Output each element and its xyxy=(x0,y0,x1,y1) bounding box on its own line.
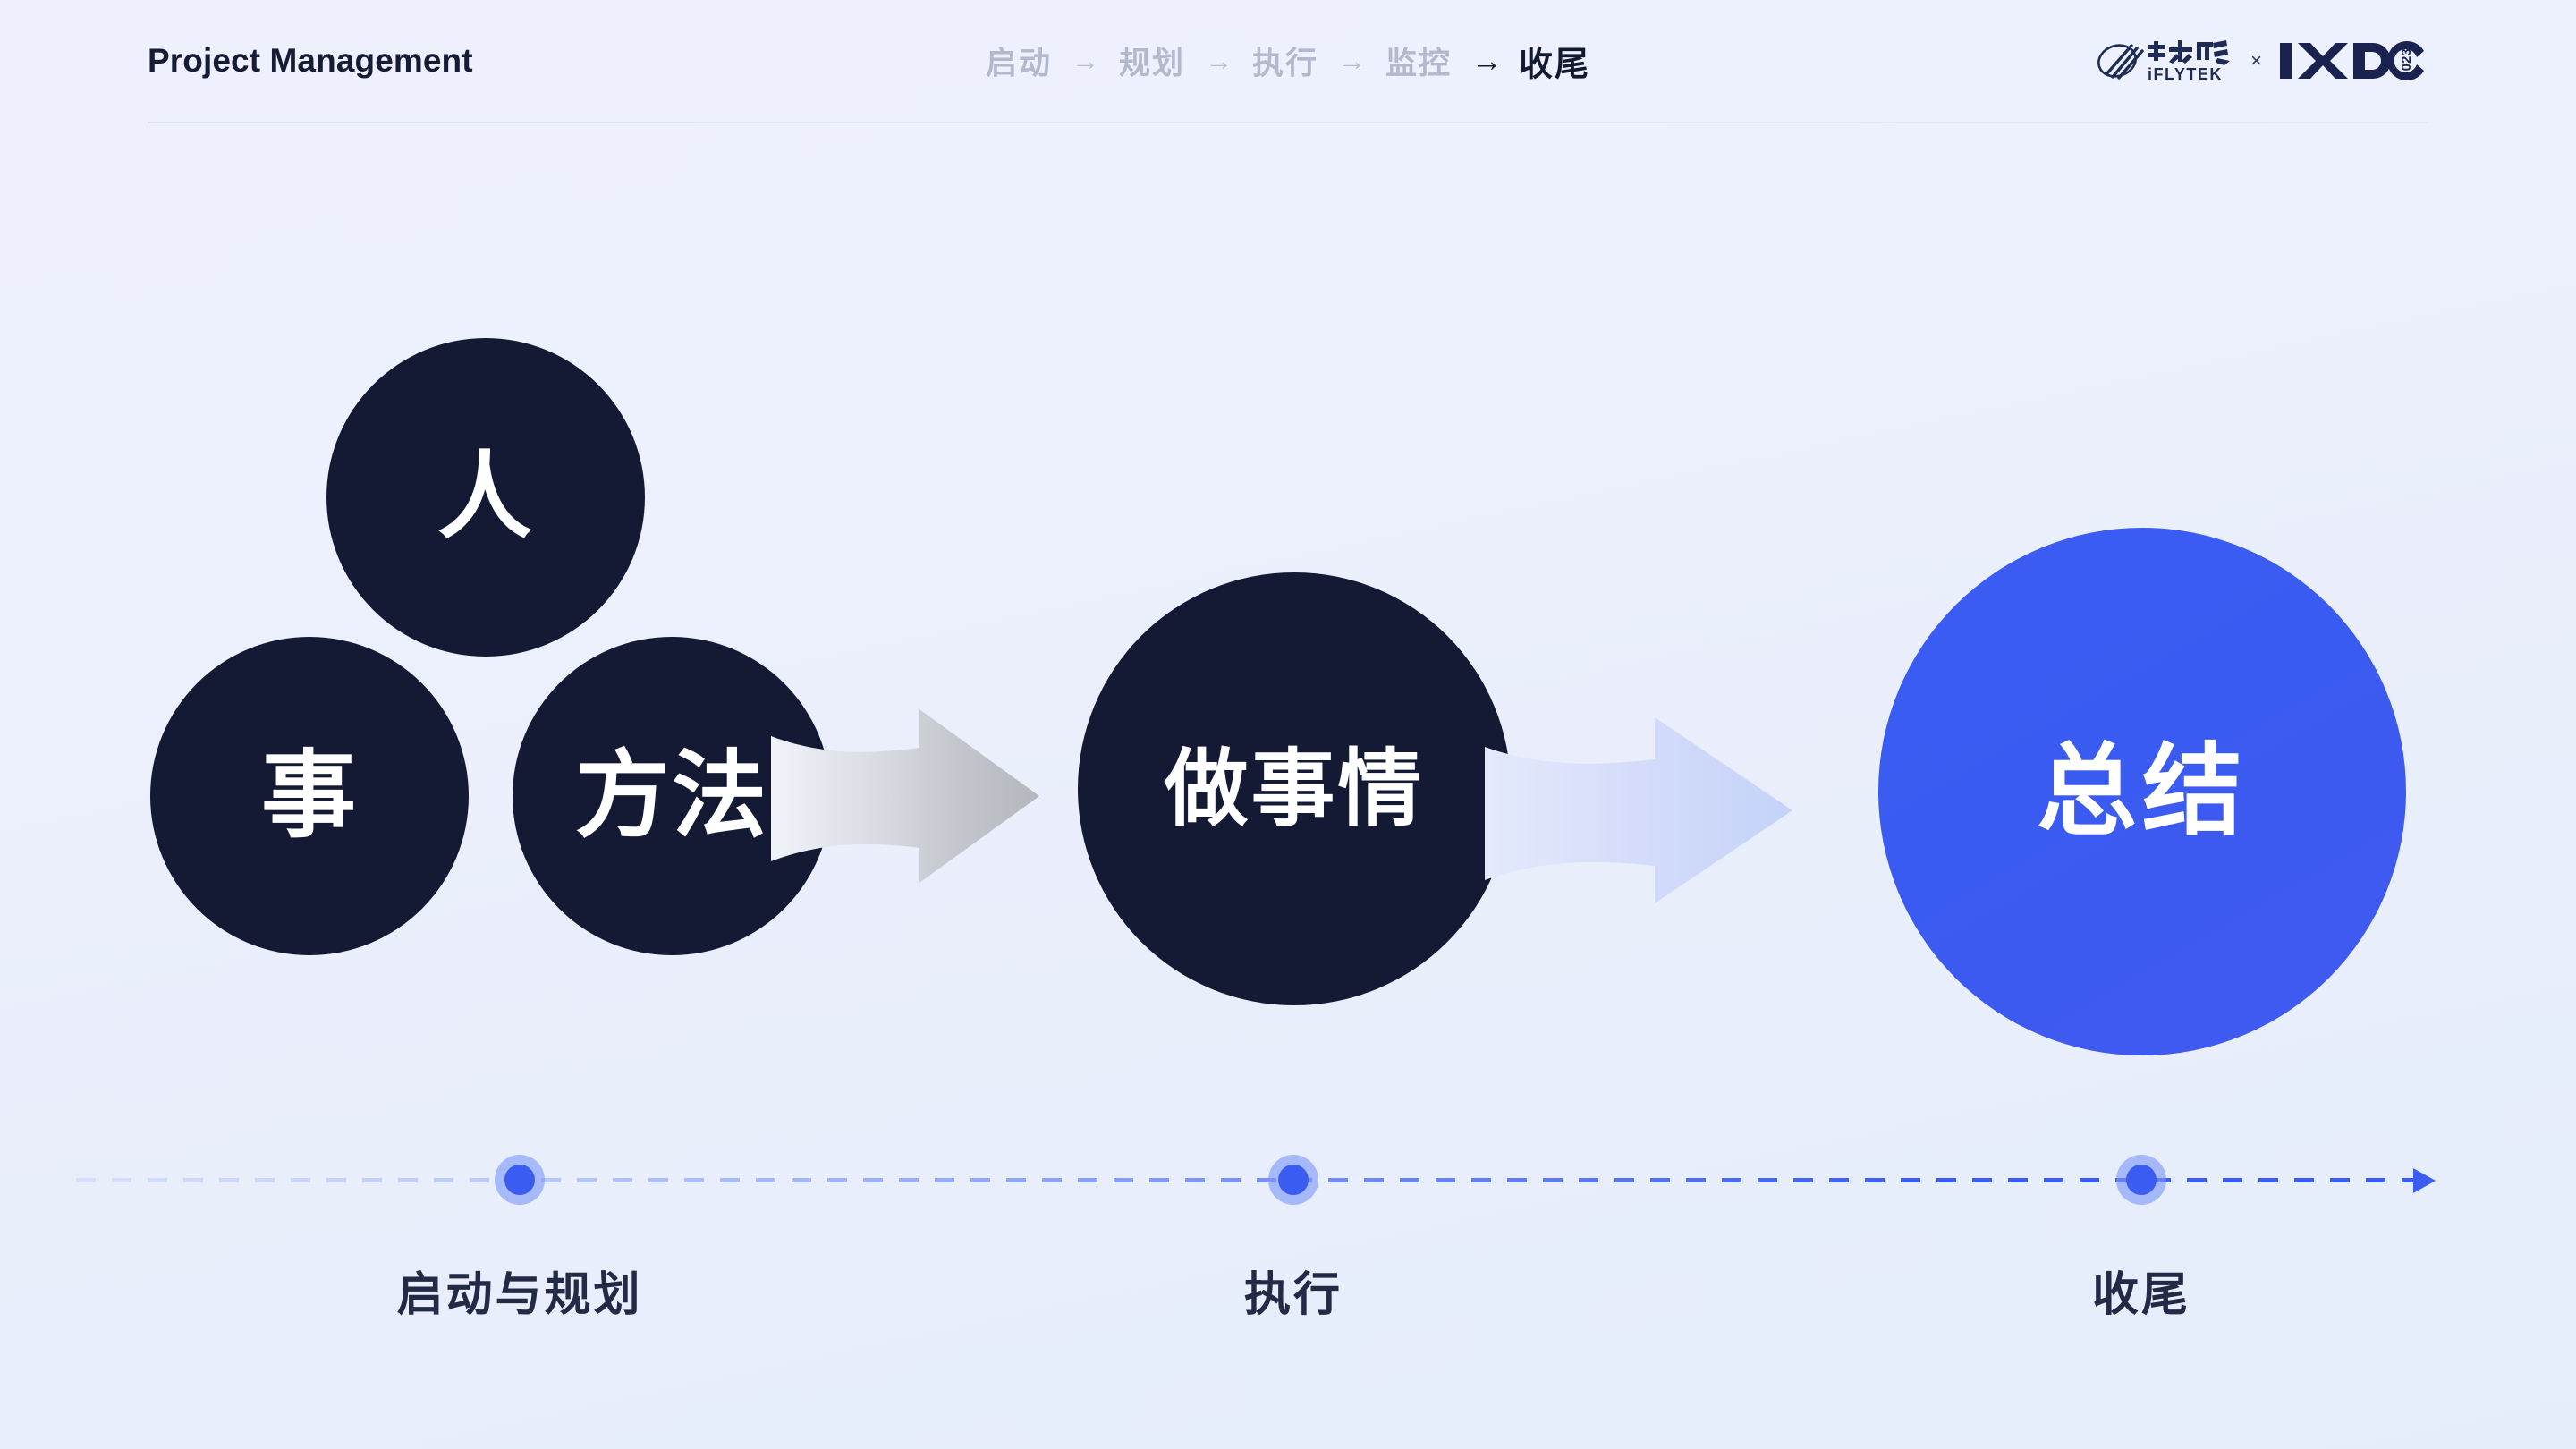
circle-sum-label: 总结 xyxy=(2037,735,2248,847)
circle-do-label: 做事情 xyxy=(1164,741,1425,835)
breadcrumb-item-guihua[interactable]: 规划 xyxy=(1118,46,1185,81)
logo-lockup: iFLYTEK × 2023 xyxy=(2096,34,2428,88)
circle-fangfa-label: 方法 xyxy=(575,743,768,849)
timeline-node-2[interactable] xyxy=(1268,1155,1318,1205)
breadcrumb-item-shouwei[interactable]: 收尾 xyxy=(1519,46,1591,84)
timeline-label-1: 启动与规划 xyxy=(396,1269,643,1321)
logo-x-separator: × xyxy=(2250,49,2262,72)
breadcrumb: 启动 → 规划 → 执行 → 监控 → 收尾 xyxy=(984,37,1592,86)
timeline: 启动与规划 执行 收尾 xyxy=(0,1038,2576,1324)
arrow-right-icon: → xyxy=(1204,45,1233,77)
breadcrumb-item-qidong[interactable]: 启动 xyxy=(985,46,1052,81)
circle-ren[interactable]: 人 xyxy=(326,338,645,657)
logo-year: 2023 xyxy=(2399,48,2414,78)
timeline-arrowhead-icon xyxy=(2413,1168,2436,1193)
breadcrumb-item-jiankong[interactable]: 监控 xyxy=(1385,46,1453,81)
svg-text:iFLYTEK: iFLYTEK xyxy=(2148,65,2223,83)
ixdc-logo-icon: 2023 xyxy=(2280,41,2424,80)
diagram-stage: 人 事 方法 做事情 总结 xyxy=(0,125,2576,1449)
timeline-node-3[interactable] xyxy=(2116,1155,2166,1205)
circle-ren-label: 人 xyxy=(437,445,534,550)
circle-shi[interactable]: 事 xyxy=(150,637,469,955)
breadcrumb-item-zhixing[interactable]: 执行 xyxy=(1251,46,1319,81)
circle-shi-label: 事 xyxy=(261,743,358,849)
timeline-node-1[interactable] xyxy=(495,1155,545,1205)
header: Project Management 启动 → 规划 → 执行 → 监控 → 收… xyxy=(0,0,2576,125)
circle-sum[interactable]: 总结 xyxy=(1878,528,2406,1055)
arrow-right-icon-active: → xyxy=(1471,43,1504,79)
page-title: Project Management xyxy=(148,42,473,79)
timeline-dashed-line xyxy=(76,1178,2437,1182)
iflytek-logo-icon: iFLYTEK xyxy=(2097,40,2231,83)
timeline-label-3: 收尾 xyxy=(2091,1269,2191,1321)
header-divider xyxy=(148,122,2428,123)
arrow-right-icon: → xyxy=(1071,45,1099,77)
timeline-label-2: 执行 xyxy=(1243,1269,1343,1321)
arrow-right-icon: → xyxy=(1338,45,1367,77)
arrow-right-gray-icon xyxy=(771,709,1039,883)
arrow-right-blue-icon xyxy=(1485,717,1792,903)
circle-do[interactable]: 做事情 xyxy=(1078,572,1511,1005)
